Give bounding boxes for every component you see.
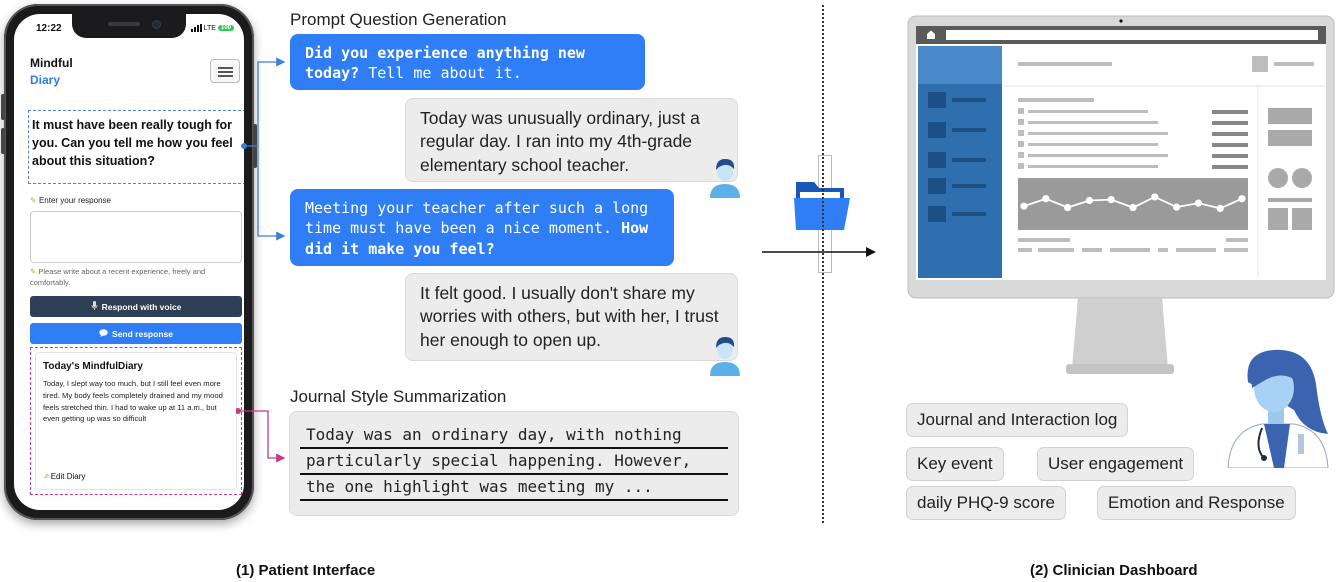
header-avatar: [1252, 56, 1268, 72]
trend-point: [1020, 202, 1028, 210]
arrow-to-followup: [257, 146, 286, 241]
sidebar-items: [928, 92, 986, 222]
trend-point: [1042, 195, 1050, 203]
user-reply-bubble: It felt good. I usually don't share my w…: [405, 273, 738, 361]
trend-point: [1151, 193, 1159, 201]
trend-point: [1129, 203, 1137, 212]
user-avatar-icon: [710, 337, 740, 376]
trend-point: [1107, 196, 1115, 204]
right-panel: [1268, 108, 1312, 230]
edit-diary-button[interactable]: ✍Edit Diary: [44, 472, 85, 481]
diary-text: Today, I slept way too much, but I still…: [43, 379, 223, 424]
monitor-stand: [1072, 298, 1168, 368]
response-input[interactable]: [30, 211, 242, 263]
list-block: [1018, 98, 1168, 169]
tag-user-engagement: User engagement: [1037, 447, 1195, 481]
pencil-icon: ✎: [30, 267, 37, 276]
arrow-to-prompt-generation: [244, 57, 286, 147]
sidebar-header: [918, 46, 1002, 84]
chart-footer: [1018, 238, 1248, 252]
ai-followup-plain: Meeting your teacher after such a long t…: [305, 199, 649, 238]
diary-card-inner: Today's MindfulDiary Today, I slept way …: [35, 352, 237, 490]
phone-volume-button: [1, 94, 5, 120]
arrow-to-dashboard: [762, 247, 876, 257]
speaker: [108, 22, 140, 26]
battery-icon: 100: [217, 25, 234, 31]
header-text: [1274, 62, 1314, 66]
menu-button[interactable]: [210, 59, 240, 83]
pencil-icon: ✎: [30, 196, 37, 205]
microphone-icon: [91, 301, 98, 312]
summary-rule: [300, 499, 728, 501]
folder-icon: [794, 182, 850, 230]
summary-line: Today was an ordinary day, with nothing: [306, 425, 682, 444]
doctor-icon: [1227, 349, 1329, 468]
trend-point: [1085, 196, 1093, 205]
voice-button-label: Respond with voice: [101, 301, 182, 312]
diary-card: Today's MindfulDiary Today, I slept way …: [30, 347, 242, 495]
response-hint: ✎ Please write about a recent experience…: [30, 266, 244, 289]
ai-question-bubble: Did you experience anything new today? T…: [290, 34, 645, 90]
tag-key-event: Key event: [906, 447, 1004, 481]
respond-with-voice-button[interactable]: Respond with voice: [30, 296, 242, 317]
network-label: LTE: [203, 24, 216, 32]
hint-text: Please write about a recent experience, …: [30, 267, 206, 288]
prompt-question: It must have been really tough for you. …: [28, 110, 244, 184]
trend-point: [1216, 204, 1224, 212]
summarization-title: Journal Style Summarization: [290, 387, 507, 406]
trend-chart: [1020, 193, 1246, 212]
trend-point: [1064, 203, 1072, 212]
phone-connectors: [236, 57, 286, 463]
phone-volume-button: [1, 128, 5, 154]
list-values: [1212, 110, 1248, 169]
edit-diary-label: Edit Diary: [50, 472, 86, 481]
phone-notch: [72, 14, 186, 38]
trend-point: [1194, 199, 1202, 207]
tag-emotion-response: Emotion and Response: [1097, 486, 1296, 520]
arrow-to-summarization: [238, 410, 286, 463]
chat-icon: [99, 328, 108, 339]
prompt-generation-title: Prompt Question Generation: [290, 10, 507, 29]
ai-followup-bubble: Meeting your teacher after such a long t…: [290, 189, 674, 266]
app-title: Mindful: [30, 56, 73, 70]
summary-line: the one highlight was meeting my ...: [306, 477, 653, 496]
trend-point: [1238, 195, 1246, 203]
status-bar-right: LTE 100: [190, 24, 234, 32]
tag-phq9-score: daily PHQ-9 score: [906, 486, 1066, 520]
trend-point: [1173, 203, 1181, 211]
address-bar: [946, 30, 1318, 40]
signal-icon: [190, 24, 202, 32]
ai-question-rest: Tell me about it.: [359, 64, 522, 83]
diary-title: Today's MindfulDiary: [43, 361, 143, 372]
response-label-text: Enter your response: [38, 196, 111, 205]
send-button-label: Send response: [112, 328, 173, 339]
summary-line: particularly special happening. However,: [306, 451, 692, 470]
section-divider: [822, 5, 824, 523]
clinician-dashboard-label: (2) Clinician Dashboard: [1030, 562, 1198, 579]
user-avatar-icon: [710, 159, 740, 198]
app-title-accent: Diary: [30, 73, 61, 87]
monitor-base: [1066, 364, 1174, 374]
clinician-monitor: [907, 15, 1335, 374]
status-time: 12:22: [36, 23, 62, 34]
camera: [152, 20, 161, 29]
monitor-camera: [1119, 19, 1123, 23]
edit-icon: ✍: [44, 472, 51, 481]
tag-journal-log: Journal and Interaction log: [906, 403, 1129, 437]
response-label: ✎ Enter your response: [30, 196, 111, 205]
patient-interface-label: (1) Patient Interface: [236, 562, 376, 579]
phone-mockup: 12:22 LTE 100 Mindful Diary It must have…: [1, 4, 257, 520]
home-icon: [927, 30, 935, 39]
ai-followup-bold: How did it make you feel?: [305, 219, 649, 258]
send-response-button[interactable]: Send response: [30, 323, 242, 344]
header-bar: [1018, 62, 1112, 66]
summary-box: Today was an ordinary day, with nothing …: [289, 411, 739, 516]
user-reply-bubble: Today was unusually ordinary, just a reg…: [405, 98, 738, 182]
ai-question-bold: Did you experience anything new today?: [305, 44, 585, 83]
summary-rule: [300, 447, 728, 449]
phone-screen: 12:22 LTE 100 Mindful Diary It must have…: [14, 14, 244, 510]
summary-rule: [300, 473, 728, 475]
